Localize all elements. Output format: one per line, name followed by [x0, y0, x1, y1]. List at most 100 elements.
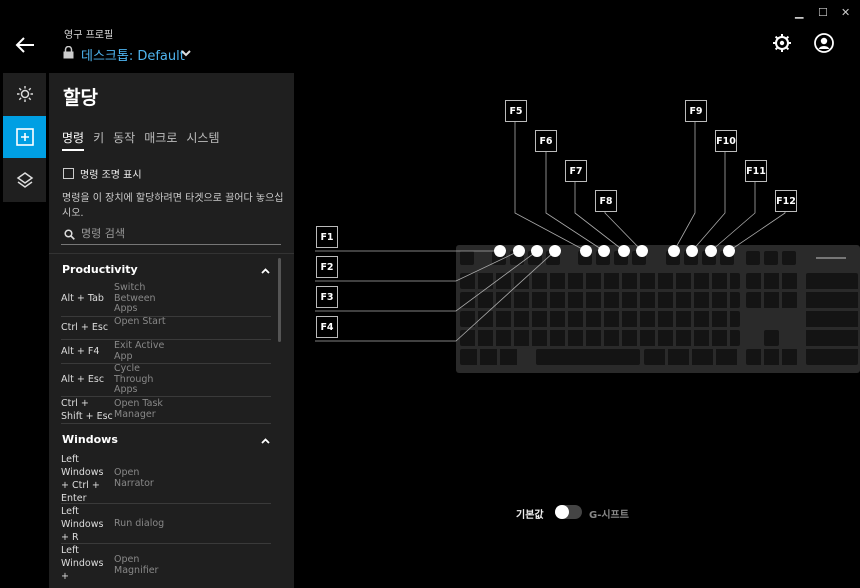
chevron-up-icon[interactable]	[261, 268, 270, 274]
key-row-top[interactable]	[460, 292, 740, 308]
assignment-target[interactable]	[636, 245, 648, 257]
command-keys: Ctrl + Esc	[61, 322, 109, 333]
plus-square-icon	[15, 128, 34, 146]
nav-assignments[interactable]	[3, 116, 46, 158]
command-action: Exit Active App	[114, 340, 165, 362]
profile-label: 영구 프로필	[64, 30, 114, 41]
nav-lighting[interactable]	[3, 73, 46, 115]
assignment-target[interactable]	[668, 245, 680, 257]
assignment-target[interactable]	[598, 245, 610, 257]
key-row-bottom[interactable]	[460, 330, 740, 346]
key[interactable]	[746, 251, 760, 265]
assignment-target[interactable]	[494, 245, 506, 257]
keyboard-device	[456, 245, 860, 373]
back-arrow-icon[interactable]	[14, 34, 36, 56]
command-item[interactable]: Left Windows + R Run dialog	[61, 505, 271, 544]
command-item[interactable]: Ctrl + Shift + Esc Open Task Manager	[61, 397, 271, 424]
key-row-modifiers[interactable]	[460, 349, 520, 365]
key-row-home[interactable]	[460, 311, 740, 327]
chevron-up-icon[interactable]	[261, 438, 270, 444]
fkey-label-f8[interactable]: F8	[595, 190, 617, 212]
assignment-target[interactable]	[549, 245, 561, 257]
key[interactable]	[764, 251, 778, 265]
command-item[interactable]: Alt + F4 Exit Active App	[61, 340, 271, 364]
arrow-keys[interactable]	[746, 349, 798, 365]
search-icon	[64, 229, 75, 240]
assignment-target[interactable]	[705, 245, 717, 257]
command-action: Switch Between Apps	[114, 282, 156, 314]
command-item[interactable]: Alt + Tab Switch Between Apps	[61, 282, 271, 317]
section-header-productivity[interactable]: Productivity	[62, 263, 138, 276]
fkey-label-f9[interactable]: F9	[685, 100, 707, 122]
command-keys: Left Windows + R	[61, 506, 104, 543]
command-item[interactable]: Left Windows + Open Magnifier	[61, 544, 271, 588]
tab-commands[interactable]: 명령	[62, 129, 85, 151]
fkey-label-f11[interactable]: F11	[745, 160, 767, 182]
assignment-target[interactable]	[686, 245, 698, 257]
assignment-panel: 할당 명령 키 동작 매크로 시스템 명령 조명 표시 명령을 이 장치에 할당…	[49, 73, 294, 588]
assignment-target[interactable]	[513, 245, 525, 257]
nav-keys[interactable]	[746, 292, 798, 308]
command-item[interactable]: Left Windows + Ctrl + Enter Open Narrato…	[61, 453, 271, 504]
fkey-label-f2[interactable]: F2	[316, 256, 338, 278]
command-action: Open Narrator	[114, 467, 154, 489]
command-item[interactable]: Ctrl + Esc Open Start	[61, 316, 271, 340]
assignment-target[interactable]	[618, 245, 630, 257]
assignment-tabs: 명령 키 동작 매크로 시스템	[62, 129, 219, 151]
key-row-modifiers-right[interactable]	[644, 349, 740, 365]
key[interactable]	[460, 251, 474, 265]
fkey-label-f3[interactable]: F3	[316, 286, 338, 308]
sun-icon	[16, 86, 33, 102]
command-keys: Alt + Tab	[61, 293, 104, 304]
nav-keys[interactable]	[746, 273, 798, 289]
scrollbar[interactable]	[278, 258, 281, 342]
fkey-label-f12[interactable]: F12	[775, 190, 797, 212]
assignment-target[interactable]	[531, 245, 543, 257]
nav-game-mode[interactable]	[3, 159, 46, 201]
maximize-button[interactable]: ☐	[818, 6, 828, 19]
command-action: Open Magnifier	[114, 554, 159, 576]
gshift-toggle[interactable]	[555, 505, 582, 519]
fkey-label-f5[interactable]: F5	[505, 100, 527, 122]
fkey-label-f10[interactable]: F10	[715, 130, 737, 152]
tab-keys[interactable]: 키	[93, 131, 105, 145]
game-mode-icon	[16, 172, 33, 188]
profile-selector[interactable]: 데스크톱: Default	[81, 49, 185, 64]
command-action: Cycle Through Apps	[114, 363, 154, 395]
assignment-target[interactable]	[580, 245, 592, 257]
search-input[interactable]	[81, 224, 271, 242]
chevron-down-icon[interactable]	[181, 50, 191, 57]
fkey-label-f7[interactable]: F7	[565, 160, 587, 182]
command-item[interactable]: Alt + Esc Cycle Through Apps	[61, 363, 271, 397]
tab-actions[interactable]: 동작	[113, 131, 136, 145]
checkbox-label: 명령 조명 표시	[80, 170, 142, 181]
user-account-icon[interactable]	[814, 33, 834, 53]
command-action: Open Task Manager	[114, 398, 163, 420]
command-keys: Alt + F4	[61, 346, 100, 357]
close-button[interactable]: ✕	[841, 6, 851, 19]
command-action: Open Start	[114, 316, 166, 327]
fkey-label-f1[interactable]: F1	[316, 226, 338, 248]
tab-macros[interactable]: 매크로	[144, 131, 178, 145]
panel-title: 할당	[63, 87, 98, 109]
tab-system[interactable]: 시스템	[186, 131, 220, 145]
arrow-key[interactable]	[764, 330, 779, 346]
fkey-label-f6[interactable]: F6	[535, 130, 557, 152]
fkey-label-f4[interactable]: F4	[316, 316, 338, 338]
default-mode-label: 기본값	[516, 510, 544, 521]
assignment-target[interactable]	[723, 245, 735, 257]
minimize-button[interactable]: ▁	[795, 6, 804, 19]
gshift-label: G-시프트	[589, 510, 629, 521]
command-keys: Left Windows +	[61, 545, 104, 582]
divider	[49, 253, 294, 254]
numpad[interactable]	[806, 273, 858, 365]
key[interactable]	[782, 251, 796, 265]
show-command-lighting-checkbox[interactable]	[63, 168, 74, 179]
gear-icon[interactable]	[772, 33, 792, 53]
section-header-windows[interactable]: Windows	[62, 433, 118, 446]
spacebar[interactable]	[536, 349, 640, 365]
help-text: 명령을 이 장치에 할당하려면 타겟으로 끌어다 놓으십시오.	[62, 193, 284, 219]
command-keys: Alt + Esc	[61, 374, 105, 385]
key-row-number[interactable]	[460, 273, 740, 289]
